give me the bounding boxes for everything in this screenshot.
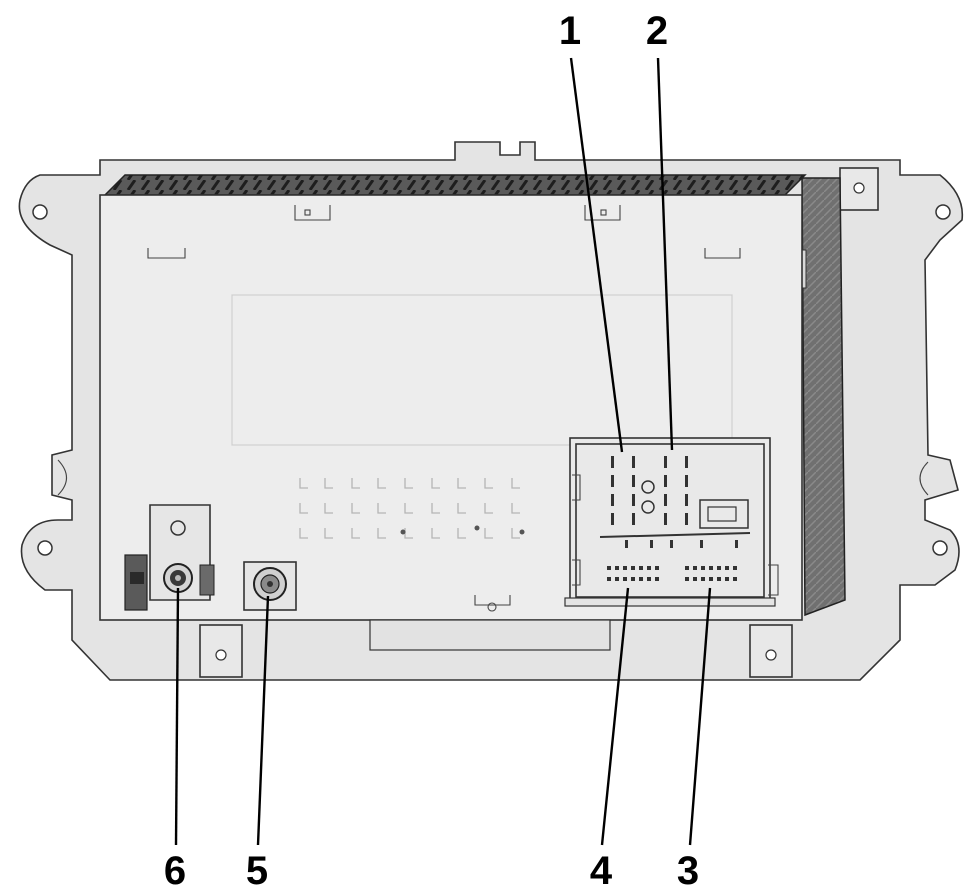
leader-line-1: [569, 57, 624, 453]
callout-6: 6: [164, 849, 186, 889]
connector-divider: [599, 532, 751, 548]
frame-slot-right: [919, 461, 929, 496]
connector-1-pins: [611, 456, 655, 525]
leader-line-4: [600, 587, 630, 846]
callout-3: 3: [677, 849, 699, 889]
connector-block: [564, 437, 779, 607]
connector-2-pins: [664, 456, 688, 525]
connector-4-pins: [607, 566, 659, 581]
leader-line-6: [174, 587, 180, 846]
connector-3-pins: [685, 566, 737, 581]
top-vent-strip: [103, 174, 807, 196]
frame-tab-bottom-right: [749, 624, 793, 678]
callout-2: 2: [646, 9, 668, 53]
leader-line-3: [688, 587, 712, 846]
frame-slot-left: [57, 459, 68, 496]
mounting-hole-right-bottom: [932, 540, 948, 556]
callout-4: 4: [590, 849, 613, 889]
mounting-hole-right-top: [935, 204, 951, 220]
callout-1: 1: [559, 9, 581, 53]
antenna-connector-5: [243, 561, 297, 611]
mounting-hole-left-bottom: [37, 540, 53, 556]
leader-line-2: [656, 57, 674, 451]
housing-clips: [147, 205, 741, 612]
faint-component-marks: [299, 478, 520, 539]
frame-tab-bottom-left: [199, 624, 243, 678]
antenna-connector-6: [163, 563, 193, 593]
mounting-hole-left-top: [32, 204, 48, 220]
connector-side-socket: [699, 499, 749, 529]
faint-dots: [400, 525, 525, 535]
leader-line-5: [256, 595, 270, 846]
frame-tab-top-right: [839, 167, 879, 211]
callout-5: 5: [246, 849, 268, 889]
